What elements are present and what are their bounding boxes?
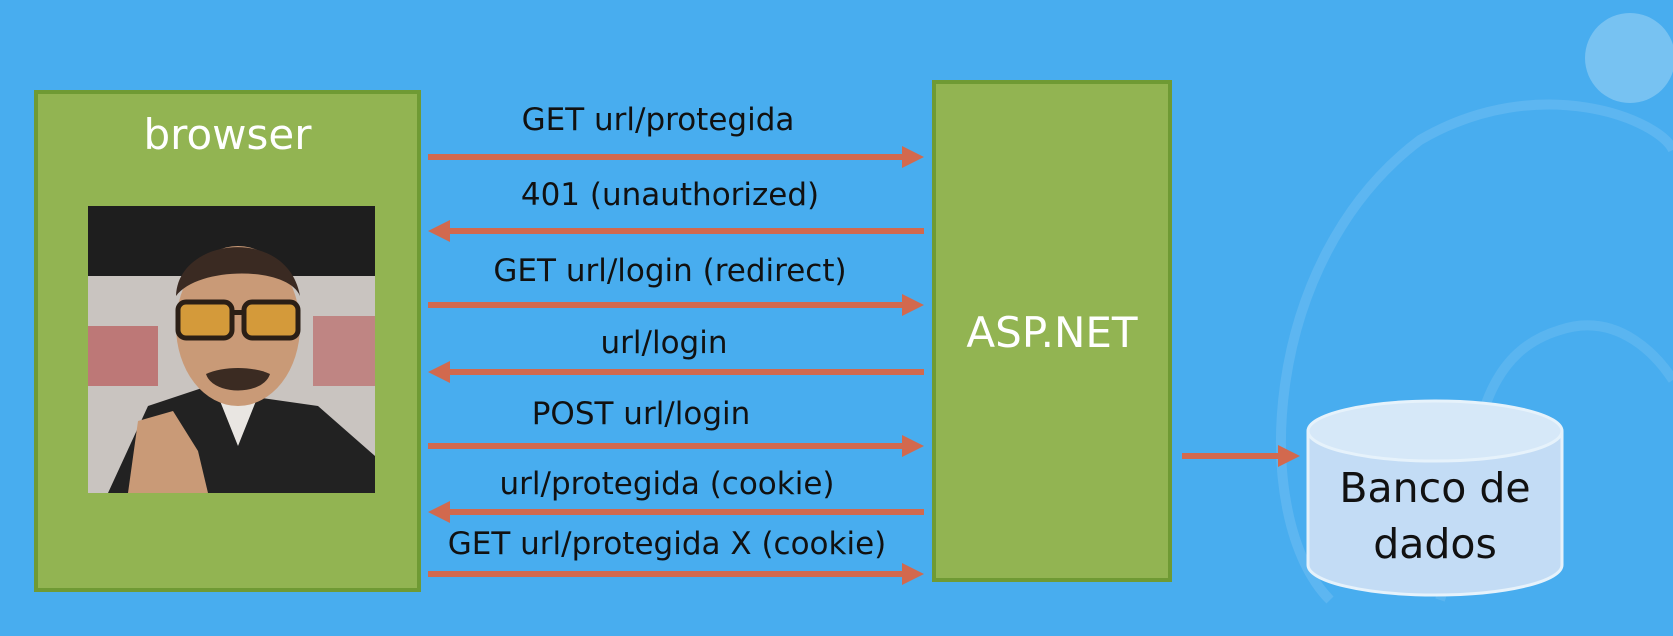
message-label-4: url/login [600, 325, 728, 361]
message-arrow-6 [428, 501, 924, 523]
message-label-2: 401 (unauthorized) [520, 177, 820, 213]
message-label-6: url/protegida (cookie) [499, 466, 835, 502]
database-label-line1: Banco de [1339, 464, 1531, 512]
message-label-1: GET url/protegida [521, 102, 795, 138]
database-label-line2: dados [1373, 520, 1497, 568]
aspnet-server-box: ASP.NET [932, 80, 1172, 582]
message-label-5: POST url/login [531, 396, 751, 432]
message-arrow-5 [428, 435, 924, 457]
message-label-7: GET url/protegida X (cookie) [447, 526, 887, 562]
message-arrow-4 [428, 361, 924, 383]
database-cylinder-icon [1306, 399, 1564, 597]
message-arrow-2 [428, 220, 924, 242]
person-photo [88, 206, 375, 493]
message-arrow-7 [428, 563, 924, 585]
database-label: Banco de dados [1305, 460, 1565, 572]
server-label: ASP.NET [966, 308, 1138, 357]
server-to-database-arrow [1182, 445, 1300, 467]
message-arrow-1 [428, 146, 924, 168]
message-label-3: GET url/login (redirect) [493, 253, 847, 289]
browser-box: browser [34, 90, 421, 592]
message-arrow-3 [428, 294, 924, 316]
browser-label: browser [143, 110, 312, 159]
